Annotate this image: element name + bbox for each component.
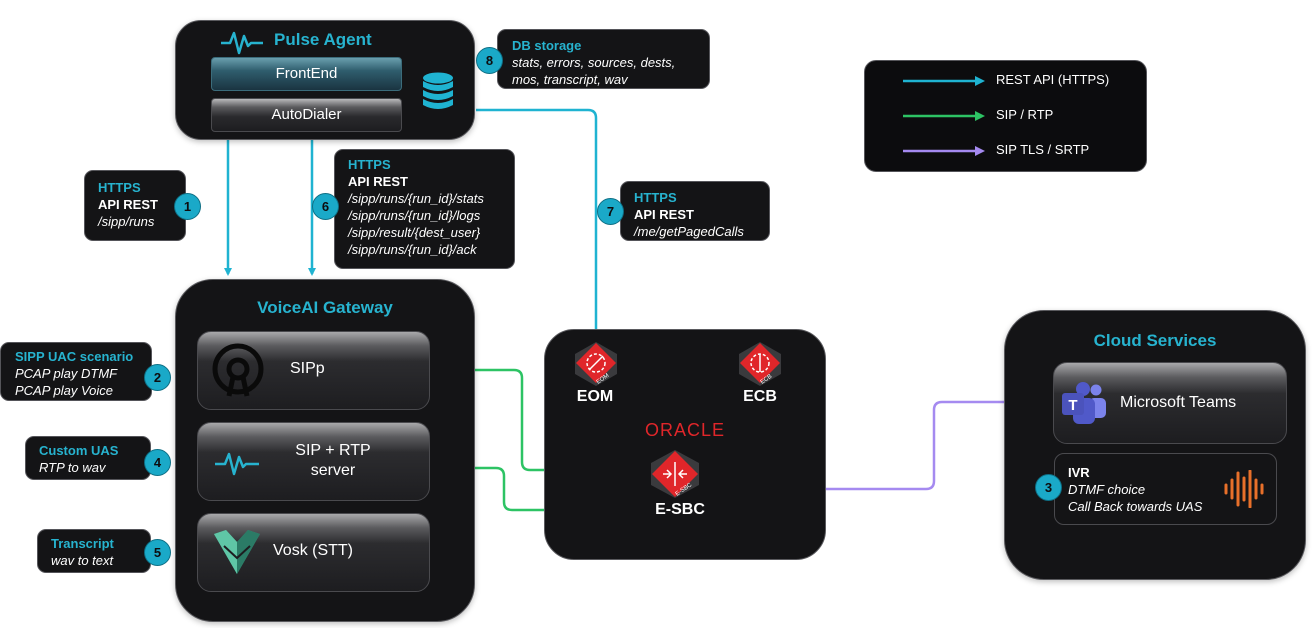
ecb-badge-text: ECB: [760, 374, 774, 386]
esbc-label: E-SBC: [655, 501, 705, 518]
pulse-agent-title: Pulse Agent: [274, 30, 372, 49]
legend-item-sip: SIP / RTP: [865, 106, 1146, 126]
sip-rtp-label-line2: server: [310, 462, 356, 479]
eom-device-icon: EOM: [575, 342, 617, 386]
legend-rest-swatch: [903, 76, 985, 86]
legend-item-tls: SIP TLS / SRTP: [865, 141, 1146, 161]
step-1-badge: 1: [174, 193, 201, 220]
legend-tls-label: SIP TLS / SRTP: [996, 142, 1090, 157]
ivr-line2: Call Back towards UAS: [1068, 499, 1203, 514]
ivr-line1: DTMF choice: [1068, 482, 1146, 497]
eom-label: EOM: [576, 388, 614, 405]
sip-wire-sipp-to-esbc: [428, 368, 644, 474]
legend-sip-swatch: [903, 111, 985, 121]
vosk-icon: [214, 530, 260, 574]
esbc-device-icon: E-SBC: [651, 450, 699, 498]
autodialer-bar: AutoDialer: [211, 98, 402, 132]
note5-title: Transcript: [51, 536, 114, 551]
step-8-badge: 8: [476, 47, 503, 74]
step-3-badge: 3: [1035, 474, 1062, 501]
sipp-component: SIPp: [197, 331, 430, 410]
sip-rtp-server-component: SIP + RTP server: [197, 422, 430, 501]
cloud-services-title: Cloud Services: [1093, 331, 1217, 350]
cloud-services-panel: Cloud Services: [1004, 310, 1306, 580]
db-storage-line2: mos, transcript, wav: [512, 72, 628, 87]
ecb-device-icon: ECB: [739, 342, 781, 386]
note6-path-result: /sipp/result/{dest_user}: [348, 225, 481, 240]
rest-wire-agent-to-eom: [476, 108, 600, 339]
custom-uas-note: Custom UAS RTP to wav: [25, 436, 151, 480]
ivr-title: IVR: [1068, 465, 1090, 480]
ecb-label: ECB: [743, 388, 777, 405]
step-2-badge: 2: [144, 364, 171, 391]
oracle-sbc-panel: EOM EOM ECB ECB ORACLE E-SBC E-SBC: [544, 329, 826, 560]
transcript-note: Transcript wav to text: [37, 529, 151, 573]
sipp-uac-note: SIPP UAC scenario PCAP play DTMF PCAP pl…: [0, 342, 152, 401]
legend-rest-label: REST API (HTTPS): [996, 72, 1110, 87]
vosk-label: Vosk (STT): [273, 542, 354, 559]
sipp-icon: [212, 343, 264, 397]
note1-subtitle: API REST: [98, 197, 158, 212]
pulse-agent-panel: Pulse Agent FrontEnd AutoDialer: [175, 20, 475, 140]
gateway-title: VoiceAI Gateway: [257, 298, 393, 317]
teams-label: Microsoft Teams: [1120, 394, 1237, 411]
sip-rtp-label-line1: SIP + RTP: [295, 442, 371, 459]
step-4-badge: 4: [144, 449, 171, 476]
step-7-badge: 7: [597, 198, 624, 225]
legend-sip-label: SIP / RTP: [996, 107, 1054, 122]
sipp-label: SIPp: [290, 360, 325, 377]
note7-path: /me/getPagedCalls: [634, 224, 744, 239]
legend-item-rest: REST API (HTTPS): [865, 71, 1146, 91]
note6-title: HTTPS: [348, 157, 391, 172]
legend: REST API (HTTPS) SIP / RTP SIP TLS / SRT…: [864, 60, 1147, 172]
note1-path: /sipp/runs: [98, 214, 155, 229]
https-note-paged-calls: HTTPS API REST /me/getPagedCalls: [620, 181, 770, 241]
teams-icon: T: [1062, 382, 1106, 424]
pulse-wave-icon: [221, 31, 263, 55]
note6-path-logs: /sipp/runs/{run_id}/logs: [348, 208, 481, 223]
note5-line1: wav to text: [51, 553, 114, 568]
note7-title: HTTPS: [634, 190, 677, 205]
db-storage-note: DB storage stats, errors, sources, dests…: [497, 29, 710, 89]
https-note-results: HTTPS API REST /sipp/runs/{run_id}/stats…: [334, 149, 515, 269]
voice-wave-icon: [1224, 470, 1264, 508]
legend-tls-swatch: [903, 146, 985, 156]
db-storage-title: DB storage: [512, 38, 582, 53]
frontend-bar: FrontEnd: [211, 57, 402, 91]
database-icon: [423, 72, 453, 109]
note2-line1: PCAP play DTMF: [15, 366, 118, 381]
step-6-badge: 6: [312, 193, 339, 220]
oracle-brand: ORACLE: [644, 420, 726, 440]
note6-path-ack: /sipp/runs/{run_id}/ack: [348, 242, 477, 257]
vosk-component: Vosk (STT): [197, 513, 430, 592]
svg-text:T: T: [1068, 397, 1077, 414]
ivr-box: IVR DTMF choice Call Back towards UAS: [1054, 453, 1277, 525]
db-storage-line1: stats, errors, sources, dests,: [512, 55, 676, 70]
note2-line2: PCAP play Voice: [15, 383, 114, 398]
tls-wire-teams-esbc: [722, 398, 1052, 493]
pulse-wave-icon: [215, 452, 259, 476]
note7-subtitle: API REST: [634, 207, 694, 222]
note2-title: SIPP UAC scenario: [15, 349, 134, 364]
note6-subtitle: API REST: [348, 174, 408, 189]
sip-wire-esbc-to-uas: [430, 464, 644, 512]
note1-title: HTTPS: [98, 180, 141, 195]
note4-title: Custom UAS: [39, 443, 119, 458]
note4-line1: RTP to wav: [39, 460, 106, 475]
microsoft-teams-component: T Microsoft Teams: [1053, 362, 1287, 444]
https-note-runs: HTTPS API REST /sipp/runs: [84, 170, 186, 241]
note6-path-stats: /sipp/runs/{run_id}/stats: [348, 191, 484, 206]
step-5-badge: 5: [144, 539, 171, 566]
